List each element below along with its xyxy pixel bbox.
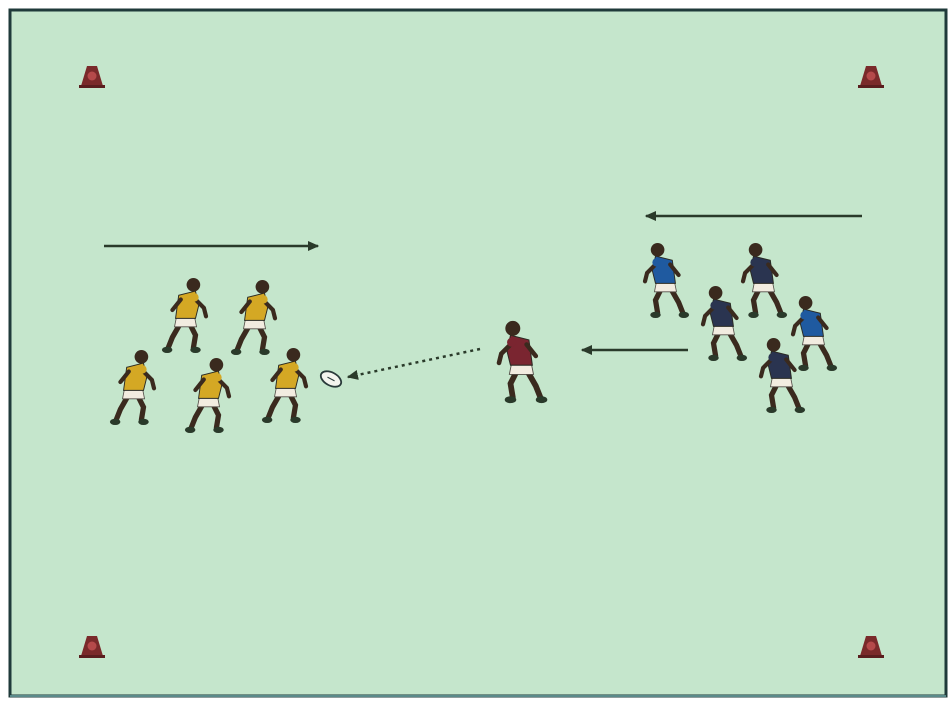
pitch-canvas xyxy=(0,0,948,702)
drill-diagram xyxy=(0,0,948,702)
